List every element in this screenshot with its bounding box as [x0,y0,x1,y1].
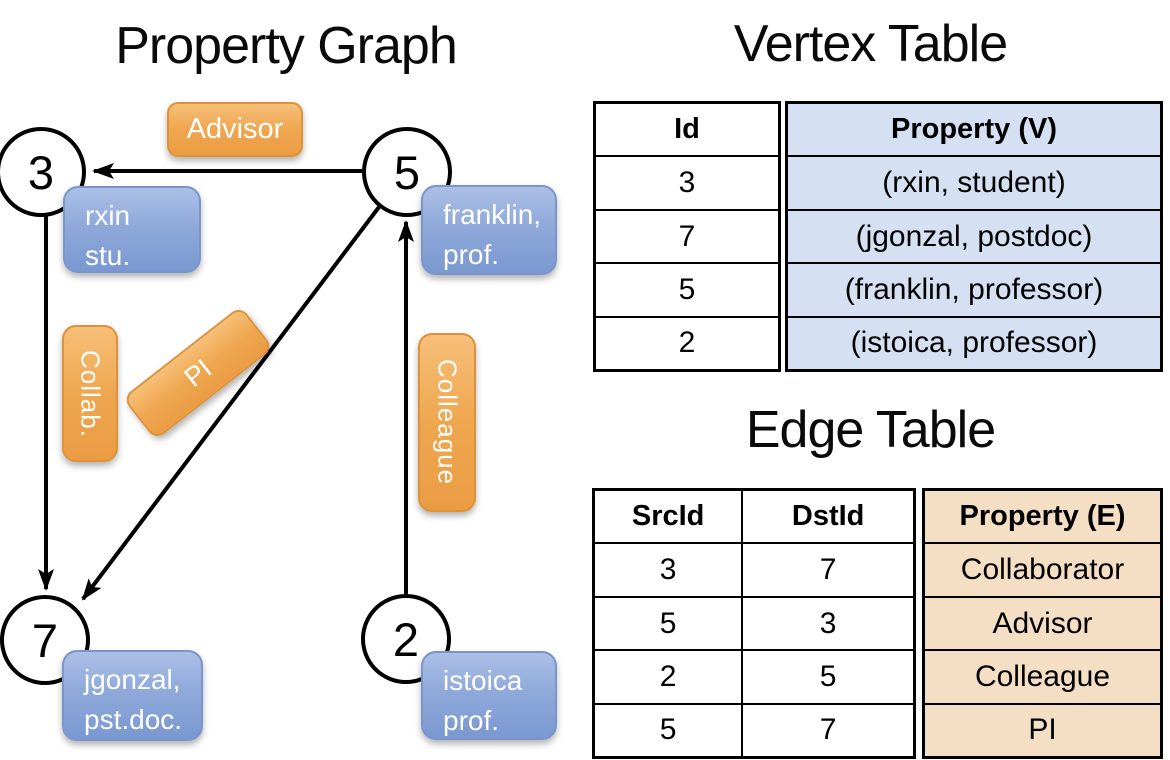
edge-5-7-arrow [81,205,381,601]
vertex-label-istoica: istoica prof. [421,651,557,740]
node-id: 5 [393,145,421,199]
vertex-label-line: rxin [85,200,131,231]
table-cell: 7 [596,208,778,262]
vertex-table-property-column: Property (V) (rxin, student) (jgonzal, p… [785,101,1163,372]
table-cell: 3 [741,597,913,650]
table-row: 5 7 [595,702,913,757]
vertex-label-line: pst.doc. [84,704,183,735]
edge-label-text: Colleague [432,359,463,486]
table-row: 2 5 [595,649,913,703]
edge-label-colleague: Colleague [418,333,476,512]
vertex-label-line: prof. [443,239,500,270]
vertex-label-rxin: rxin stu. [63,186,201,273]
edge-label-text: PI [178,352,217,393]
graph-node-2: 2 [361,594,451,684]
table-cell: 2 [659,659,677,693]
node-id: 3 [27,145,55,199]
vertex-table-title: Vertex Table [733,15,1008,73]
table-cell: (rxin, student) [788,155,1160,208]
edge-table-property-column: Property (E) Collaborator Advisor Collea… [922,488,1163,759]
edge-label-advisor: Advisor [167,102,303,157]
table-cell: (franklin, professor) [788,262,1160,315]
edge-table-header-property: Property (E) [959,500,1126,533]
edge-table-id-columns: SrcId DstId 3 7 5 3 2 5 5 7 [592,488,916,759]
table-cell: 7 [741,704,913,757]
table-header-row: SrcId DstId [595,491,913,543]
table-cell: Colleague [925,649,1160,702]
table-cell: 5 [741,651,913,703]
table-cell: 2 [596,315,778,369]
vertex-label-line: prof. [443,705,500,736]
edge-label-text: Advisor [186,113,284,145]
table-cell: 5 [659,606,677,640]
vertex-table-header-id: Id [674,113,700,146]
vertex-label-line: franklin, [443,199,542,230]
table-cell: (istoica, professor) [788,315,1160,369]
edge-label-collab: Collab. [62,325,118,462]
node-id: 2 [392,612,420,666]
table-row: 5 3 [595,595,913,650]
vertex-table-id-column: Id 3 7 5 2 [593,101,781,372]
table-cell: 3 [596,155,778,208]
table-cell: 3 [659,553,677,587]
node-id: 7 [31,613,59,667]
graph-edges [38,163,414,601]
vertex-label-line: istoica [443,665,523,696]
table-cell: 5 [596,262,778,315]
table-row: 3 7 [595,542,913,596]
vertex-table-header-property: Property (V) [891,113,1057,146]
vertex-label-line: jgonzal, [84,664,181,695]
edge-table-header-srcid: SrcId [631,500,705,533]
edge-table-title: Edge Table [745,401,996,459]
edge-table-header-dstid: DstId [741,491,913,543]
table-cell: Advisor [925,595,1160,649]
table-cell: PI [925,702,1160,756]
vertex-label-line: stu. [85,240,131,271]
table-cell: 5 [659,713,677,747]
edge-label-text: Collab. [75,349,106,438]
table-cell: Collaborator [925,542,1160,595]
vertex-label-jgonzal: jgonzal, pst.doc. [62,650,203,741]
table-cell: (jgonzal, postdoc) [788,208,1160,262]
table-cell: 7 [741,544,913,596]
property-graph-title: Property Graph [115,17,458,75]
vertex-label-franklin: franklin, prof. [421,185,557,275]
